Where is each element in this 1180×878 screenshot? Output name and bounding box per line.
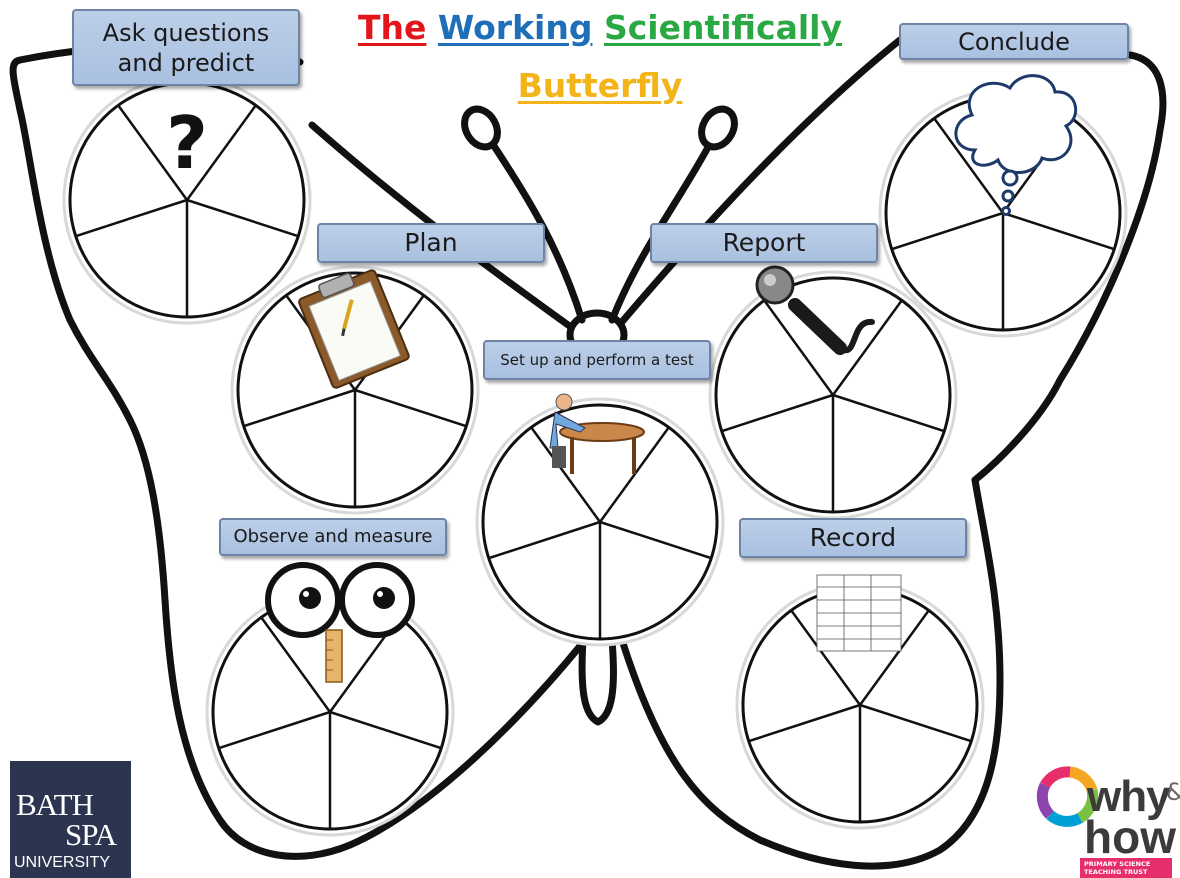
pie-plan-divider bbox=[243, 388, 356, 428]
title-word-scientifically: Scientifically bbox=[603, 8, 842, 47]
label-ask-questions: Ask questions and predict bbox=[72, 9, 300, 86]
pie-observe-divider bbox=[218, 710, 331, 750]
pie-conclude-divider bbox=[933, 117, 1005, 214]
label-record: Record bbox=[739, 518, 967, 558]
pie-test-divider bbox=[488, 520, 601, 560]
pie-record-divider bbox=[748, 703, 861, 743]
label-conclude: Conclude bbox=[899, 23, 1129, 60]
why-how-logo: why & how PRIMARY SCIENCE TEACHING TRUST bbox=[1030, 750, 1180, 878]
question-mark-icon: ? bbox=[166, 101, 208, 185]
results-table-icon bbox=[816, 574, 902, 652]
pie-plan-divider bbox=[354, 388, 467, 428]
butterfly-outline bbox=[9, 36, 1167, 870]
person-at-table-icon bbox=[549, 393, 645, 474]
pie-ask bbox=[62, 75, 312, 325]
pie-ask-divider bbox=[186, 198, 299, 238]
pie-test-divider bbox=[598, 426, 670, 523]
pie-record-divider bbox=[859, 703, 972, 743]
pie-report bbox=[708, 270, 958, 520]
pie-ask-divider bbox=[117, 104, 189, 201]
why-logo-amp: & bbox=[1166, 778, 1180, 806]
pie-observe-divider bbox=[329, 710, 442, 750]
title-word-working: Working bbox=[437, 8, 593, 47]
title-line-2: Butterfly bbox=[300, 66, 900, 105]
bath-logo-line3: UNIVERSITY bbox=[14, 854, 111, 871]
pie-record bbox=[735, 580, 985, 830]
label-set-up-test: Set up and perform a test bbox=[483, 340, 711, 380]
how-logo-word: how bbox=[1084, 811, 1176, 863]
pie-test-divider bbox=[530, 426, 602, 523]
eyes-and-ruler-icon bbox=[265, 562, 415, 683]
clipboard-pencil-icon bbox=[298, 269, 410, 389]
pie-record-divider bbox=[790, 609, 862, 706]
pie-report-divider bbox=[763, 299, 835, 396]
pie-conclude-divider bbox=[891, 211, 1004, 251]
bath-logo-line1: BATH bbox=[16, 787, 94, 822]
thought-bubble-icon bbox=[954, 74, 1078, 216]
pie-test-divider bbox=[599, 520, 712, 560]
microphone-icon bbox=[755, 265, 875, 355]
pie-report-divider bbox=[832, 393, 945, 433]
pie-ask-divider bbox=[185, 104, 257, 201]
pie-conclude-divider bbox=[1002, 211, 1115, 251]
pie-record-divider bbox=[858, 609, 930, 706]
pie-report-divider bbox=[831, 299, 903, 396]
why-logo-word: why bbox=[1087, 772, 1171, 821]
pie-report-divider bbox=[721, 393, 834, 433]
pstt-badge: PRIMARY SCIENCE TEACHING TRUST bbox=[1080, 858, 1172, 878]
title-word-butterfly: Butterfly bbox=[517, 66, 683, 105]
colour-ring-icon bbox=[1036, 766, 1099, 827]
label-report: Report bbox=[650, 223, 878, 263]
pie-observe-divider bbox=[260, 616, 332, 713]
label-plan: Plan bbox=[317, 223, 545, 263]
pie-observe bbox=[205, 587, 455, 837]
pie-test bbox=[475, 397, 725, 647]
title-line-1: The Working Scientifically bbox=[300, 8, 900, 47]
label-observe-measure: Observe and measure bbox=[219, 518, 447, 556]
bath-logo-line2: SPA bbox=[65, 817, 117, 852]
title-word-the: The bbox=[358, 8, 427, 47]
bath-spa-logo: BATH SPA UNIVERSITY bbox=[10, 761, 131, 878]
pie-ask-divider bbox=[75, 198, 188, 238]
